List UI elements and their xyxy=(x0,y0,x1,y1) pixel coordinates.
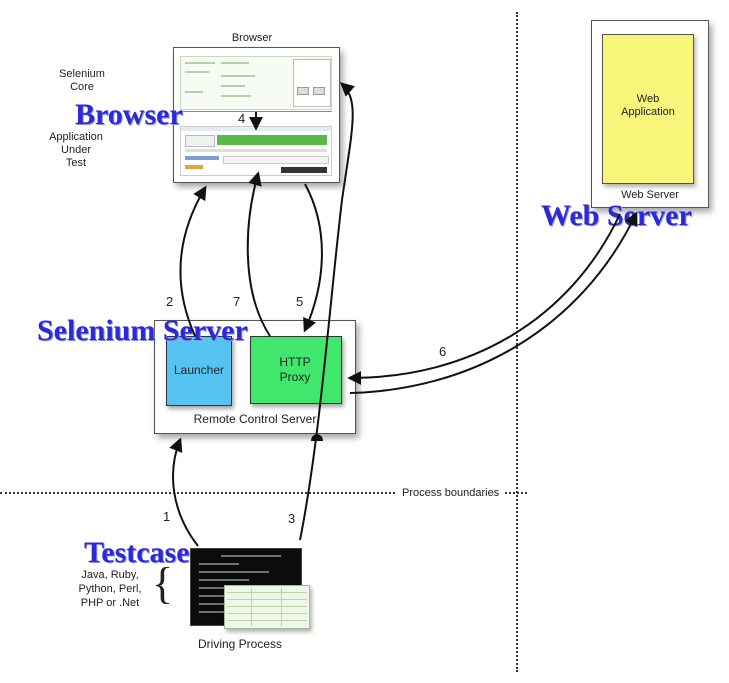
web-server-big-label: Web Server xyxy=(541,199,692,232)
application-under-test-pane xyxy=(180,126,332,176)
selenium-server-big-label: Selenium Server xyxy=(37,314,248,347)
process-boundaries-label: Process boundaries xyxy=(402,487,500,499)
web-application-box xyxy=(602,34,694,184)
web-server-caption: Web Server xyxy=(621,189,679,201)
vertical-process-boundary xyxy=(516,12,518,672)
driving-process-caption: Driving Process xyxy=(197,637,283,651)
step-6-label: 6 xyxy=(439,344,447,359)
launcher-label: Launcher xyxy=(173,363,225,377)
arrow-step-6-back xyxy=(347,213,621,385)
web-application-label: Web Application xyxy=(621,93,675,118)
arrow-3-entry-marker xyxy=(311,434,323,441)
arrow-step-7 xyxy=(246,171,271,337)
arrow-step-5 xyxy=(303,183,323,333)
horizontal-process-boundary-right xyxy=(505,492,527,494)
selenium-core-pane xyxy=(180,56,332,110)
step-4-label: 4 xyxy=(238,111,246,126)
languages-label: Java, Ruby, Python, Perl, PHP or .Net xyxy=(78,569,142,609)
step-1-label: 1 xyxy=(163,509,171,524)
languages-brace: { xyxy=(152,559,174,608)
application-under-test-label: Application Under Test xyxy=(49,131,103,169)
step-7-label: 7 xyxy=(233,294,241,309)
test-results-table xyxy=(224,585,310,629)
browser-caption: Browser xyxy=(231,32,273,44)
step-2-label: 2 xyxy=(166,294,174,309)
arrow-step-6-out xyxy=(349,211,638,394)
testcase-big-label: Testcase xyxy=(84,536,190,569)
http-proxy-label: HTTP Proxy xyxy=(279,355,311,384)
launcher-box[interactable] xyxy=(166,336,232,406)
arrow-step-2 xyxy=(179,185,207,337)
arrow-step-1 xyxy=(169,437,199,547)
horizontal-process-boundary xyxy=(0,492,395,494)
browser-window xyxy=(173,47,340,183)
selenium-core-label: Selenium Core xyxy=(59,68,105,93)
step-5-label: 5 xyxy=(296,294,304,309)
arrow-step-3 xyxy=(299,82,356,541)
browser-big-label: Browser xyxy=(75,98,183,131)
frame-divider xyxy=(180,111,332,112)
step-3-label: 3 xyxy=(288,511,296,526)
remote-control-server-caption: Remote Control Server xyxy=(193,412,317,426)
